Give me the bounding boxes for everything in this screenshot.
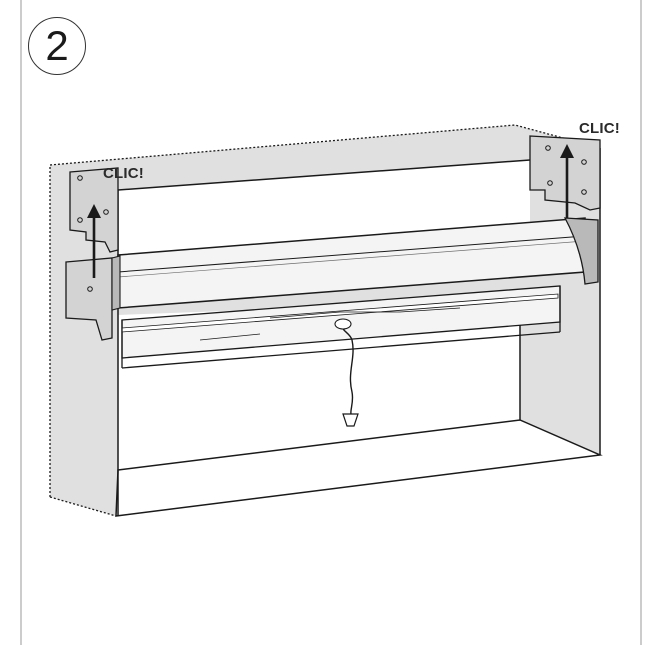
screw-hole	[547, 180, 553, 186]
up-arrow-icon	[87, 204, 101, 278]
rail-bottom	[121, 331, 561, 369]
cord-clip	[334, 318, 352, 330]
end-cap-left	[111, 255, 121, 311]
cassette-seam	[117, 240, 586, 278]
screw-hole	[77, 175, 83, 181]
pull-cord	[341, 321, 354, 415]
clic-callout-right: CLIC!	[579, 120, 620, 137]
end-cap-right	[563, 217, 599, 285]
cord-weight	[342, 413, 359, 427]
up-arrow-icon	[560, 144, 574, 218]
screw-hole	[77, 217, 83, 223]
recess-bottom-dotted	[49, 496, 117, 517]
screw-hole	[581, 189, 587, 195]
screw-hole	[545, 145, 551, 151]
recess-top-edge	[117, 159, 531, 191]
cassette-seam	[117, 235, 586, 273]
screw-hole	[87, 286, 93, 292]
recess-dotted-edge	[49, 124, 601, 497]
screw-hole	[581, 159, 587, 165]
right-bracket-upper	[529, 135, 601, 211]
rail-detail	[269, 307, 461, 319]
rail-detail	[199, 333, 261, 341]
screw-hole	[103, 209, 109, 215]
clic-callout-left: CLIC!	[103, 165, 144, 182]
step-number-badge: 2	[28, 17, 86, 75]
